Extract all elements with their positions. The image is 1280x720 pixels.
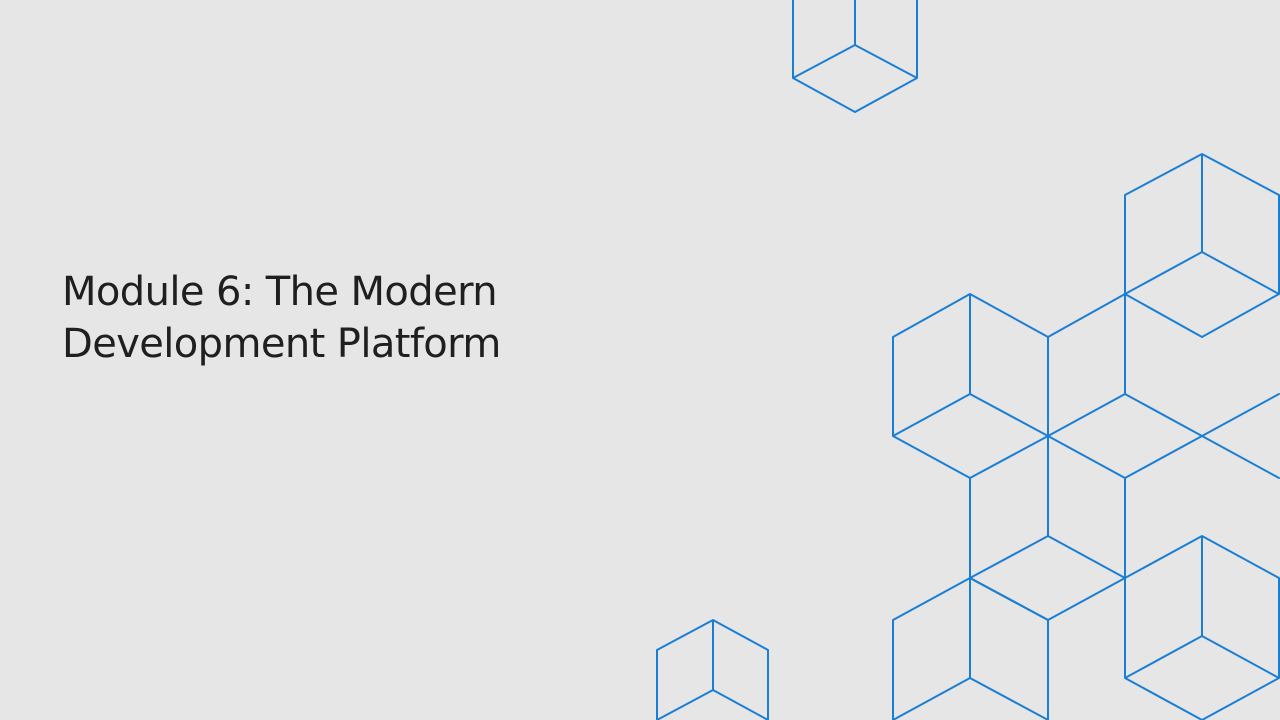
cube-icon-center bbox=[1047, 293, 1203, 479]
slide-title: Module 6: The Modern Development Platfor… bbox=[62, 266, 662, 370]
cube-icon-upper-right bbox=[1124, 153, 1280, 338]
slide-title-line-2: Development Platform bbox=[62, 321, 501, 367]
cube-outline-icons bbox=[656, 0, 1280, 720]
cube-icon-bottom-left bbox=[892, 577, 1049, 720]
cube-icon-bottom-right bbox=[1124, 535, 1280, 720]
cube-icon-lower-center bbox=[969, 435, 1126, 621]
cube-icon-right-middle bbox=[1124, 393, 1280, 579]
cube-icon-bottom-small bbox=[656, 619, 769, 720]
cube-icon-left-middle bbox=[892, 293, 1049, 479]
slide-title-line-1: Module 6: The Modern bbox=[62, 269, 498, 315]
cube-icon-top bbox=[792, 0, 918, 113]
